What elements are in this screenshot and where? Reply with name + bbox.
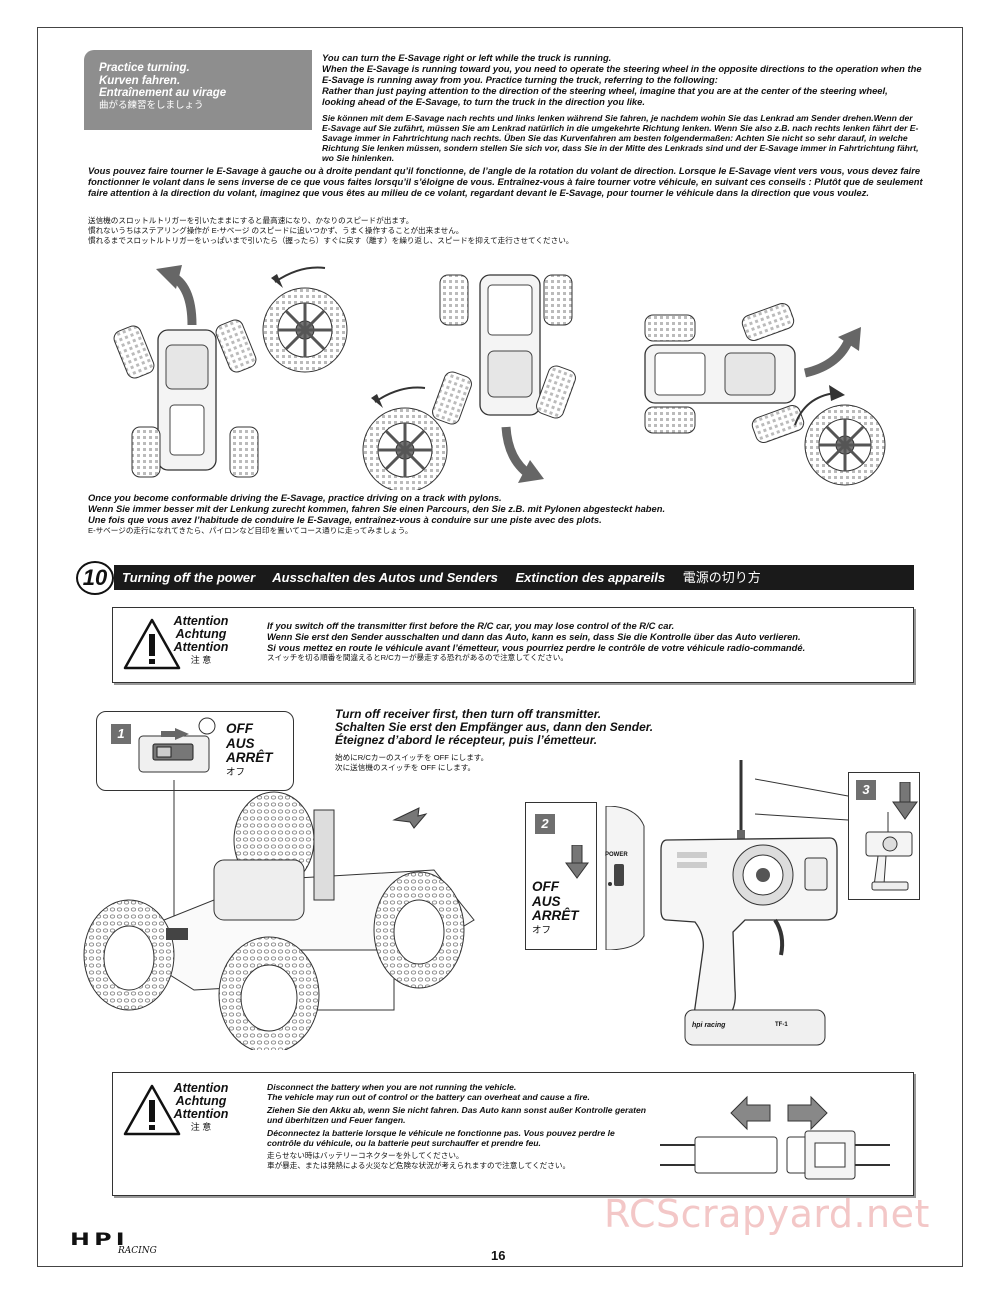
off-fr-2: ARRÊT — [532, 908, 579, 923]
turn-off-order-text: Turn off receiver first, then turn off t… — [335, 708, 653, 747]
off-de-2: AUS — [532, 893, 561, 909]
turn-off-order-jp: 始めにR/Cカーのスイッチを OFF にします。 次に送信機のスイッチを OFF… — [335, 753, 488, 773]
attention-box-battery — [112, 1072, 914, 1196]
pylons-text: Once you become conformable driving the … — [88, 492, 924, 525]
section-title-de: Ausschalten des Autos und Senders — [272, 570, 498, 585]
attention-box-order — [112, 607, 914, 683]
box-line-en: Practice turning. — [99, 62, 190, 74]
page-number: 16 — [491, 1248, 506, 1263]
attention-jp-2: 注 意 — [190, 1122, 212, 1132]
steering-text-en: You can turn the E-Savage right or left … — [322, 52, 922, 107]
step-2-badge: 2 — [535, 814, 555, 834]
pylons-jp: E-サベージの走行になれてきたら、パイロンなど目印を置いてコース通りに走ってみま… — [88, 526, 413, 535]
section-10-header: Turning off the power Ausschalten des Au… — [114, 565, 914, 590]
order-warn-fr: Si vous mettez en route le véhicule avan… — [267, 642, 806, 653]
attention-battery-text: Disconnect the battery when you are not … — [267, 1082, 647, 1171]
order-de: Schalten Sie erst den Empfänger aus, dan… — [335, 720, 654, 734]
box-line-jp: 曲がる練習をしましょう — [99, 99, 204, 111]
warning-triangle-icon-2 — [123, 1084, 181, 1136]
off-label-transmitter: OFF AUS ARRÊT オフ — [532, 879, 579, 938]
step-1-badge: 1 — [111, 724, 131, 744]
watermark: RCScrapyard.net — [604, 1192, 930, 1236]
wheel-right-turn — [794, 385, 886, 486]
turning-illustration — [113, 265, 886, 490]
off-fr: ARRÊT — [226, 750, 273, 765]
transmitter-brand: hpi racing — [692, 1022, 726, 1029]
order-warn-en: If you switch off the transmitter first … — [267, 620, 675, 631]
attention-fr-2: Attention — [173, 1107, 229, 1121]
section-title-jp: 電源の切り方 — [682, 570, 761, 585]
practice-turning-box: Practice turning. Kurven fahren. Entraîn… — [84, 50, 312, 130]
off-label-receiver: OFF AUS ARRÊT オフ — [226, 721, 273, 780]
jp-line-3: 慣れるまでスロットルトリガーをいっぱいまで引いたら（握ったら）すぐに戻す（離す）… — [88, 236, 574, 245]
warning-triangle-icon — [123, 618, 181, 670]
truck-turn-left — [113, 265, 259, 478]
attention-en-2: Attention — [173, 1081, 229, 1095]
section-title-fr: Extinction des appareils — [515, 570, 666, 585]
battery-warn-de: Ziehen Sie den Akku ab, wenn Sie nicht f… — [267, 1105, 646, 1125]
jp-line-2: 慣れないうちはステアリング操作が E-サベージ のスピードに追いつかず、うまく操… — [88, 226, 464, 235]
attention-fr: Attention — [173, 640, 229, 654]
jp-line-1: 送信機のスロットルトリガーを引いたままにすると最高速になり、かなりのスピードが出… — [88, 216, 414, 225]
transmitter-model: TF-1 — [775, 1022, 788, 1028]
wheel-left-turn — [262, 266, 348, 373]
hpi-logo: HPI RACING — [70, 1230, 180, 1256]
steering-text-de: Sie können mit dem E-Savage nach rechts … — [322, 113, 919, 163]
section-title-en: Turning off the power — [122, 570, 256, 585]
pylons-fr: Une fois que vous avez l’habitude de con… — [88, 514, 602, 525]
attention-en: Attention — [173, 614, 229, 628]
attention-order-text: If you switch off the transmitter first … — [267, 620, 907, 663]
transmitter-illustration — [660, 760, 838, 1046]
battery-connector-illustration — [660, 1095, 890, 1180]
mini-transmitter-icon — [865, 812, 913, 891]
order-jp-2: 次に送信機のスイッチを OFF にします。 — [335, 763, 476, 772]
pylons-en: Once you become conformable driving the … — [88, 492, 502, 503]
down-arrow-icon-2 — [892, 782, 918, 820]
box-line-fr: Entraînement au virage — [99, 87, 227, 99]
attention-label-1: Attention Achtung Attention 注 意 — [168, 615, 234, 667]
box-line-de: Kurven fahren. — [99, 74, 181, 87]
section-number: 10 — [76, 561, 114, 595]
page-frame — [37, 27, 963, 1267]
battery-warn-en-2: The vehicle may run out of control or th… — [267, 1092, 590, 1102]
attention-jp: 注 意 — [190, 655, 212, 665]
off-en-2: OFF — [532, 879, 559, 894]
order-jp-1: 始めにR/Cカーのスイッチを OFF にします。 — [335, 753, 489, 762]
battery-warn-en-1: Disconnect the battery when you are not … — [267, 1082, 517, 1092]
hpi-logo-sub: RACING — [118, 1246, 157, 1256]
step-3-badge: 3 — [856, 780, 876, 800]
achtung-de: Achtung — [175, 627, 227, 641]
callout-leader-lines — [755, 778, 849, 821]
hpi-logo-text: HPI — [70, 1230, 129, 1250]
pylons-de: Wenn Sie immer besser mit der Lenkung zu… — [88, 503, 666, 514]
chassis-illustration — [83, 780, 475, 1050]
battery-warn-jp-1: 走らせない時はバッテリーコネクターを外してください。 — [267, 1151, 464, 1160]
transmitter-switch-closeup — [605, 806, 645, 950]
attention-label-2: Attention Achtung Attention 注 意 — [168, 1082, 234, 1134]
receiver-switch-illustration — [138, 717, 216, 773]
power-label: POWER — [605, 852, 628, 858]
steering-text-fr: Vous pouvez faire tourner le E-Savage à … — [88, 165, 923, 198]
steering-text-jp: 送信機のスロットルトリガーを引いたままにすると最高速になり、かなりのスピードが出… — [88, 216, 924, 246]
truck-turn-toward — [432, 274, 576, 483]
off-jp-2: オフ — [532, 924, 552, 936]
order-fr: Éteignez d’abord le récepteur, puis l’ém… — [335, 733, 598, 747]
off-en: OFF — [226, 721, 253, 736]
order-warn-de: Wenn Sie erst den Sender ausschalten und… — [267, 631, 801, 642]
truck-turn-right — [644, 302, 861, 444]
wheel-toward-turn — [362, 386, 448, 490]
down-arrow-icon — [565, 845, 589, 879]
off-de: AUS — [226, 735, 255, 751]
achtung-de-2: Achtung — [175, 1094, 227, 1108]
off-jp: オフ — [226, 766, 246, 778]
order-en: Turn off receiver first, then turn off t… — [335, 707, 602, 721]
order-warn-jp: スイッチを切る順番を間違えるとR/Cカーが暴走する恐れがあるので注意してください… — [267, 653, 568, 662]
battery-warn-fr: Déconnectez la batterie lorsque le véhic… — [267, 1128, 615, 1148]
battery-warn-jp-2: 車が暴走、または発熱による火災など危険な状況が考えられますので注意してください。 — [267, 1161, 571, 1170]
